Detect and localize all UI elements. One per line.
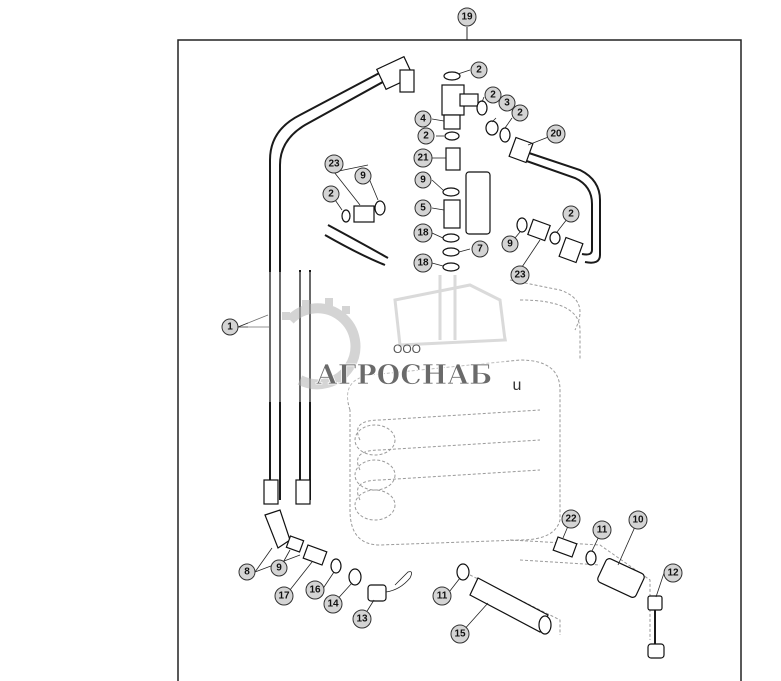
callout-8[interactable]: 8 bbox=[238, 563, 256, 581]
callout-20[interactable]: 20 bbox=[546, 124, 566, 144]
svg-text:9: 9 bbox=[360, 171, 366, 182]
watermark-brand: АГРОСНАБ bbox=[316, 360, 493, 391]
svg-text:13: 13 bbox=[356, 614, 368, 625]
callout-1[interactable]: 1 bbox=[221, 318, 239, 336]
callout-21[interactable]: 21 bbox=[413, 148, 433, 168]
callout-2[interactable]: 2 bbox=[470, 61, 488, 79]
svg-text:3: 3 bbox=[504, 98, 510, 109]
fitting-23-left bbox=[341, 200, 386, 223]
svg-text:10: 10 bbox=[632, 515, 644, 526]
svg-text:7: 7 bbox=[477, 244, 483, 255]
callout-7[interactable]: 7 bbox=[471, 240, 489, 258]
callout-4[interactable]: 4 bbox=[414, 110, 432, 128]
svg-text:16: 16 bbox=[309, 585, 321, 596]
svg-text:19: 19 bbox=[461, 12, 473, 23]
callout-18[interactable]: 18 bbox=[413, 253, 433, 273]
watermark-logo bbox=[282, 275, 507, 390]
svg-text:2: 2 bbox=[476, 65, 482, 76]
svg-text:5: 5 bbox=[420, 203, 426, 214]
watermark-suffix: u bbox=[513, 377, 522, 394]
callout-19[interactable]: 19 bbox=[457, 7, 477, 27]
callout-15[interactable]: 15 bbox=[450, 624, 470, 644]
svg-text:2: 2 bbox=[517, 108, 523, 119]
lower-right-assembly bbox=[552, 536, 665, 659]
callout-2[interactable]: 2 bbox=[417, 127, 435, 145]
frame-border bbox=[177, 39, 742, 681]
svg-text:17: 17 bbox=[278, 591, 290, 602]
svg-text:23: 23 bbox=[514, 270, 526, 281]
callout-9[interactable]: 9 bbox=[414, 171, 432, 189]
svg-text:4: 4 bbox=[420, 114, 426, 125]
callout-14[interactable]: 14 bbox=[323, 594, 343, 614]
svg-text:2: 2 bbox=[423, 131, 429, 142]
callout-17[interactable]: 17 bbox=[274, 586, 294, 606]
callout-23[interactable]: 23 bbox=[510, 265, 530, 285]
callout-11[interactable]: 11 bbox=[432, 586, 452, 606]
pipe-20 bbox=[508, 136, 601, 264]
callout-2[interactable]: 2 bbox=[484, 86, 502, 104]
callout-2[interactable]: 2 bbox=[511, 104, 529, 122]
callout-3[interactable]: 3 bbox=[498, 94, 516, 112]
callout-16[interactable]: 16 bbox=[305, 580, 325, 600]
lower-left-assembly bbox=[264, 509, 412, 602]
callout-13[interactable]: 13 bbox=[352, 609, 372, 629]
svg-text:21: 21 bbox=[417, 153, 429, 164]
callout-11[interactable]: 11 bbox=[592, 520, 612, 540]
svg-text:22: 22 bbox=[565, 514, 577, 525]
callout-9[interactable]: 9 bbox=[354, 167, 372, 185]
svg-text:20: 20 bbox=[550, 129, 562, 140]
svg-text:9: 9 bbox=[420, 175, 426, 186]
callout-18[interactable]: 18 bbox=[413, 223, 433, 243]
svg-text:2: 2 bbox=[328, 189, 334, 200]
svg-text:9: 9 bbox=[507, 239, 513, 250]
watermark-small-label: ООО bbox=[393, 342, 421, 356]
svg-text:18: 18 bbox=[417, 258, 429, 269]
svg-text:23: 23 bbox=[328, 159, 340, 170]
svg-text:15: 15 bbox=[454, 629, 466, 640]
tube-15 bbox=[456, 563, 552, 635]
svg-text:12: 12 bbox=[667, 568, 679, 579]
callout-23[interactable]: 23 bbox=[324, 154, 344, 174]
svg-text:18: 18 bbox=[417, 228, 429, 239]
callout-12[interactable]: 12 bbox=[663, 563, 683, 583]
svg-text:1: 1 bbox=[227, 322, 233, 333]
callout-5[interactable]: 5 bbox=[414, 199, 432, 217]
fitting-23-right bbox=[516, 217, 561, 245]
svg-text:9: 9 bbox=[276, 563, 282, 574]
svg-text:2: 2 bbox=[568, 209, 574, 220]
svg-text:11: 11 bbox=[597, 525, 608, 536]
callout-10[interactable]: 10 bbox=[628, 510, 648, 530]
callout-2[interactable]: 2 bbox=[562, 205, 580, 223]
svg-text:11: 11 bbox=[437, 591, 448, 602]
callout-9[interactable]: 9 bbox=[270, 559, 288, 577]
callout-22[interactable]: 22 bbox=[561, 509, 581, 529]
upper-fitting-stack bbox=[441, 71, 511, 272]
svg-text:2: 2 bbox=[490, 90, 496, 101]
svg-text:8: 8 bbox=[244, 567, 250, 578]
svg-text:14: 14 bbox=[327, 599, 339, 610]
callout-9[interactable]: 9 bbox=[501, 235, 519, 253]
callout-2[interactable]: 2 bbox=[322, 185, 340, 203]
